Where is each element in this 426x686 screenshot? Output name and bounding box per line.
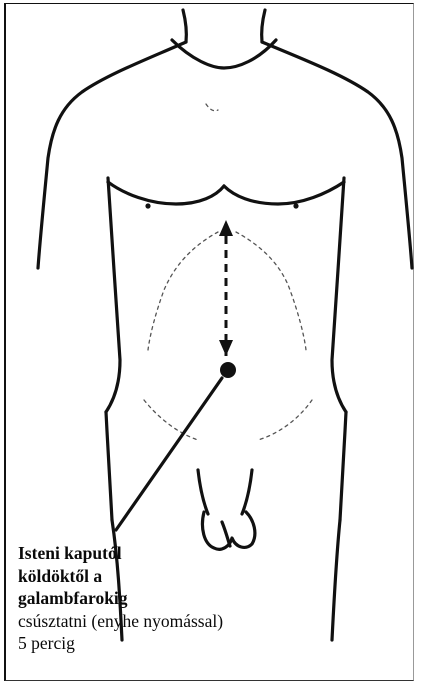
left-nipple xyxy=(145,203,150,208)
caption-block: Isteni kaputól köldöktől a galambfarokig… xyxy=(18,542,223,655)
groin-left xyxy=(198,470,208,514)
right-nipple xyxy=(293,203,298,208)
right-ribcage-hint xyxy=(236,232,306,350)
neck-left-outline xyxy=(183,10,186,42)
caption-line-1: Isteni kaputól xyxy=(18,542,223,565)
groin-right xyxy=(242,470,252,514)
caption-line-2: köldöktől a xyxy=(18,565,223,588)
arrow-head-down xyxy=(219,340,233,356)
genitals-line xyxy=(222,522,230,546)
left-abdomen-hint xyxy=(144,400,198,440)
left-pectoral-line xyxy=(108,182,224,204)
navel-point xyxy=(220,362,236,378)
left-torso-side xyxy=(106,178,120,412)
right-pectoral-line xyxy=(224,182,344,204)
right-leg-outline xyxy=(332,520,340,640)
right-shoulder-outline xyxy=(262,42,412,268)
right-hip-outline xyxy=(340,412,346,520)
caption-line-3: galambfarokig xyxy=(18,587,223,610)
sternum-hint xyxy=(206,104,218,111)
left-ribcage-hint xyxy=(148,232,218,350)
left-hip-outline xyxy=(106,412,112,520)
arrow-head-up xyxy=(219,220,233,236)
caption-line-4: csúsztatni (enyhe nyomással) xyxy=(18,610,223,633)
neckline xyxy=(172,40,276,68)
caption-line-5: 5 percig xyxy=(18,632,223,655)
right-torso-side xyxy=(332,178,346,412)
neck-right-outline xyxy=(262,10,265,42)
right-abdomen-hint xyxy=(258,400,312,440)
